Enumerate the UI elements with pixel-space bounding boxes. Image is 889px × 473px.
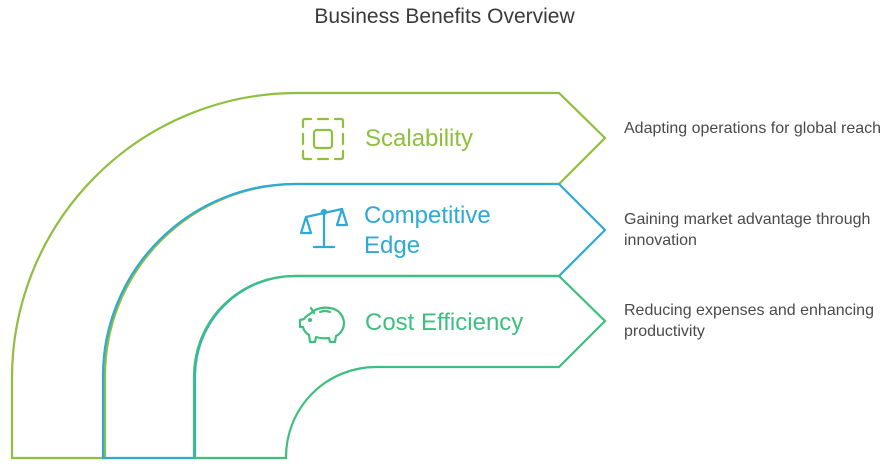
cost-efficiency-label: Cost Efficiency [365, 309, 524, 336]
diagram-title: Business Benefits Overview [314, 5, 575, 28]
competitive-edge-label-text: Competitive Edge [364, 202, 491, 259]
competitive-edge-label: Competitive Edge [364, 201, 544, 261]
competitive-edge-description: Gaining market advantage through innovat… [624, 211, 871, 249]
frame-square-icon [300, 116, 346, 162]
cost-efficiency-band [192, 274, 607, 460]
piggy-bank-icon [298, 300, 348, 344]
scalability-description: Adapting operations for global reach [624, 120, 882, 137]
scalability-band [10, 91, 607, 460]
scalability-label: Scalability [365, 125, 474, 152]
cost-efficiency-description: Reducing expenses and enhancing producti… [624, 302, 874, 340]
balance-scale-icon [299, 205, 349, 251]
